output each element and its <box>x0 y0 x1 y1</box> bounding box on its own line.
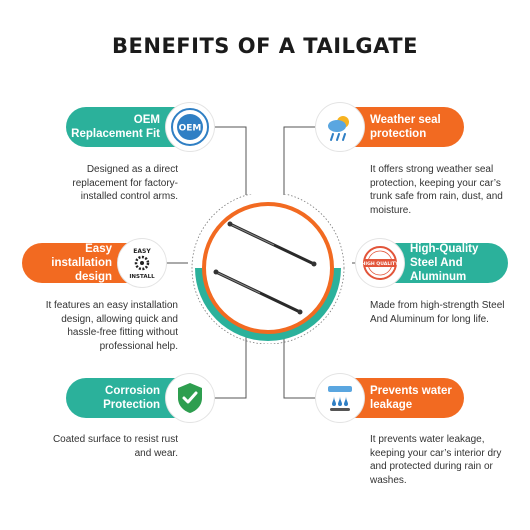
weather-sun-rain-icon <box>316 103 364 151</box>
shield-check-icon <box>166 374 214 422</box>
high-quality-stamp-icon: HIGH QUALITY <box>356 239 404 287</box>
benefit-easy-install-pill: Easy installation design EASY INSTALL <box>22 239 166 287</box>
center-hub <box>191 194 345 344</box>
high-quality-badge-text: HIGH QUALITY <box>362 261 400 267</box>
benefit-water-label: Prevents water leakage <box>370 385 452 411</box>
oem-seal-icon: OEM <box>166 103 214 151</box>
benefit-corrosion-label: Corrosion Protection <box>103 385 160 411</box>
benefit-oem-label: OEM Replacement Fit <box>71 114 160 140</box>
page-title: BENEFITS OF A TAILGATE <box>112 34 418 58</box>
benefit-easy-install-description: It features an easy installation design,… <box>45 300 178 352</box>
benefit-weather-description: It offers strong weather seal protection… <box>370 164 503 216</box>
hub-dotted-ring <box>191 194 345 344</box>
benefit-oem-description: Designed as a direct replacement for fac… <box>72 164 178 202</box>
benefit-corrosion-description: Coated surface to resist rust and wear. <box>52 434 178 459</box>
benefit-water-description: It prevents water leakage, keeping your … <box>370 434 502 486</box>
easy-badge-top-text: EASY <box>133 248 151 255</box>
benefit-high-quality-description: Made from high-strength Steel And Alumin… <box>370 300 505 325</box>
benefit-weather-label: Weather seal protection <box>370 114 441 140</box>
benefit-easy-install-label: Easy installation design <box>51 243 112 283</box>
benefit-oem-pill: OEM Replacement Fit OEM <box>66 103 214 151</box>
benefit-corrosion-pill: Corrosion Protection <box>66 374 214 422</box>
benefit-high-quality-label: High-Quality Steel And Aluminum <box>410 243 479 283</box>
easy-install-gear-icon: EASY INSTALL <box>118 239 166 287</box>
benefit-high-quality-pill: HIGH QUALITY High-Quality Steel And Alum… <box>356 239 508 287</box>
gas-strut-pair-image <box>213 221 317 315</box>
oem-badge-text: OEM <box>179 124 202 134</box>
water-drop-icon <box>316 374 364 422</box>
benefit-weather-pill: Weather seal protection <box>316 103 464 151</box>
easy-badge-bottom-text: INSTALL <box>129 274 155 280</box>
hub-orange-ring <box>202 202 334 334</box>
benefit-water-pill: Prevents water leakage <box>316 374 464 422</box>
